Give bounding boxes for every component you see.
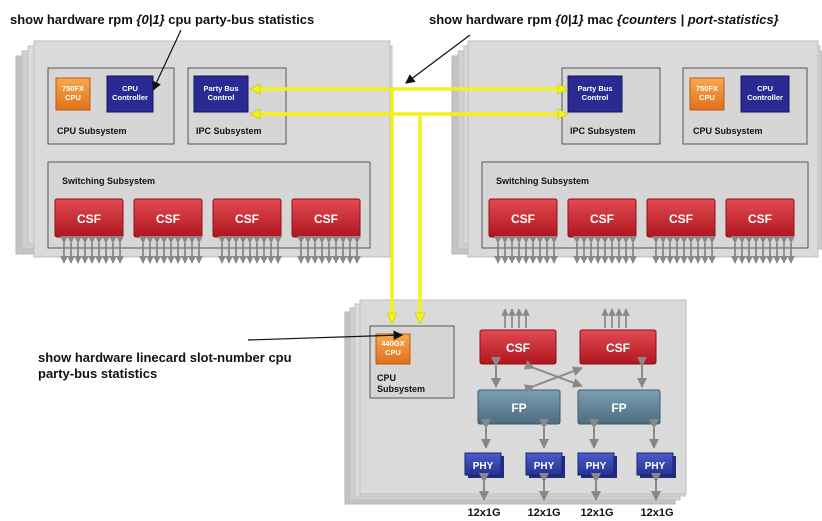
- rpm-left-csf-1-label: CSF: [77, 212, 101, 226]
- callout-arrows: [152, 29, 471, 341]
- linecard-phy-1-label: PHY: [473, 461, 494, 472]
- linecard-csf-2: [579, 329, 657, 365]
- party-bus-arrowheads: [249, 83, 569, 325]
- rpm-left-switching-subsystem-label: Switching Subsystem: [62, 176, 155, 186]
- callout-arrow-linecard: [247, 330, 404, 341]
- rpm-left-csf-3-label: CSF: [235, 212, 259, 226]
- rpm-right-ipc-subsystem-label: IPC Subsystem: [570, 126, 636, 136]
- callout-rpm-cpu-party-bus: show hardware rpm {0|1} cpu party-bus st…: [10, 12, 315, 27]
- linecard-csf-1-label: CSF: [506, 341, 530, 355]
- linecard-cpu-subsystem-label-2: Subsystem: [377, 384, 425, 394]
- rpm-right-cpu-chip: [689, 77, 725, 111]
- linecard-csf-fp-links: [491, 357, 647, 394]
- rpm-left-ipc-subsystem-label: IPC Subsystem: [196, 126, 262, 136]
- rpm-left-party-bus-control: [193, 75, 249, 113]
- rpm-right-csf-4-label: CSF: [748, 212, 772, 226]
- linecard-fp-phy-links: [481, 419, 659, 449]
- linecard-port-label-2: 12x1G: [527, 507, 560, 519]
- party-bus-link-right-to-linecard: [418, 112, 560, 316]
- linecard-fp-2: [577, 389, 661, 425]
- rpm-left-cpu-subsystem-label: CPU Subsystem: [57, 126, 127, 136]
- rpm-right-csf-pins: [494, 235, 795, 264]
- linecard-phy-2-label: PHY: [534, 461, 555, 472]
- linecard-port-label-4: 12x1G: [640, 507, 673, 519]
- rpm-left-cpu-chip: [55, 77, 91, 111]
- rpm-right-csf-3-label: CSF: [669, 212, 693, 226]
- linecard-csf-uplinks: [501, 308, 630, 328]
- callout-rpm-mac: show hardware rpm {0|1} mac {counters | …: [429, 12, 779, 27]
- party-bus-links: [258, 87, 560, 316]
- rpm-right-csf-1-label: CSF: [511, 212, 535, 226]
- rpm-right-csf-2-label: CSF: [590, 212, 614, 226]
- linecard-csf-1: [479, 329, 557, 365]
- linecard-port-label-1: 12x1G: [467, 507, 500, 519]
- linecard-fp-1-label: FP: [511, 401, 526, 415]
- rpm-left-csf-4-label: CSF: [314, 212, 338, 226]
- rpm-left-cpu-controller: [106, 75, 154, 113]
- rpm-right-cpu-subsystem-label: CPU Subsystem: [693, 126, 763, 136]
- rpm-left-csf-pins: [60, 235, 361, 264]
- callout-arrow-rpm-mac: [405, 34, 471, 84]
- linecard-phy-row: PHY PHY PHY PHY: [464, 452, 676, 478]
- linecard-fp-2-label: FP: [611, 401, 626, 415]
- linecard-port-label-3: 12x1G: [580, 507, 613, 519]
- rpm-right-cpu-controller: [740, 75, 790, 113]
- linecard-cpu-subsystem-label-1: CPU: [377, 373, 396, 383]
- rpm-right-party-bus-control: [567, 75, 623, 113]
- linecard-phy-3-label: PHY: [586, 461, 607, 472]
- linecard-cpu-chip: [375, 333, 411, 365]
- callout-arrow-rpm-cpu: [152, 29, 182, 92]
- linecard-phy-port-links: [479, 473, 661, 501]
- rpm-left-csf-2-label: CSF: [156, 212, 180, 226]
- linecard-phy-4-label: PHY: [645, 461, 666, 472]
- linecard-fp-1: [477, 389, 561, 425]
- callout-linecard-party-bus: show hardware linecard slot-number cpu p…: [38, 350, 292, 381]
- linecard-csf-2-label: CSF: [606, 341, 630, 355]
- rpm-right-switching-subsystem-label: Switching Subsystem: [496, 176, 589, 186]
